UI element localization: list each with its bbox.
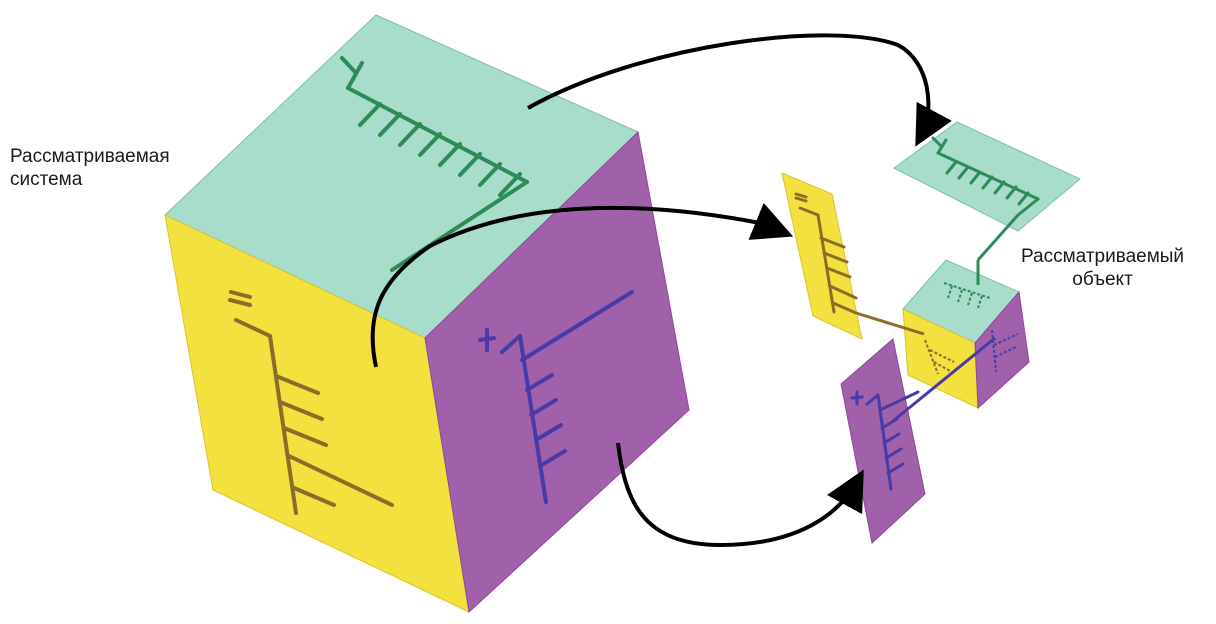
arrow-right-to-plane [616, 442, 864, 548]
object-cube-right [974, 290, 1030, 410]
system-label: Рассматриваемая система [10, 145, 170, 191]
object-label: Рассматриваемый объект [1021, 245, 1184, 291]
arrow-left-to-plane [370, 202, 794, 368]
top-projection-plane [893, 121, 1081, 232]
right-face-pattern [478, 290, 634, 504]
left-face-pattern [228, 290, 394, 515]
system-label-line2: система [10, 169, 83, 190]
cube-right-face [424, 130, 690, 613]
object-label-line1: Рассматриваемый [1021, 246, 1185, 267]
right-plane-connector [892, 336, 996, 423]
left-plane-connector [855, 311, 925, 336]
system-cube [164, 14, 690, 613]
arrow-top-to-plane [527, 33, 952, 147]
system-label-line1: Рассматриваемая [10, 146, 170, 167]
left-projection-plane [781, 172, 863, 340]
object-label-line2: объект [1072, 269, 1133, 290]
top-plane-connector [976, 214, 1020, 261]
